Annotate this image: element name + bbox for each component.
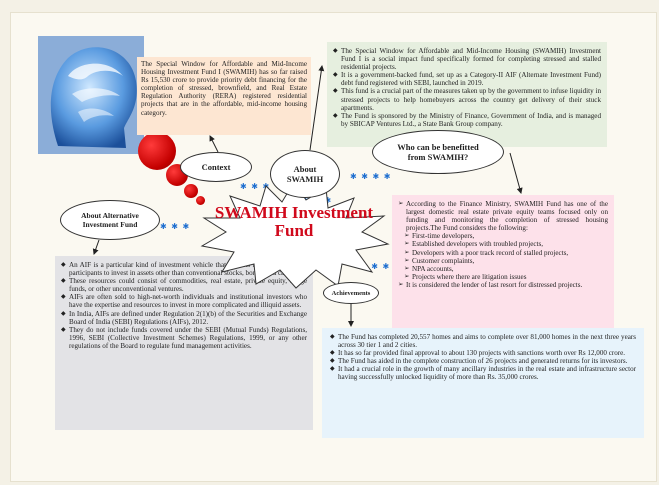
aif-label: About Alternative Investment Fund (70, 211, 150, 229)
achievements-bubble: Achievements (323, 282, 379, 304)
context-label: Context (202, 162, 231, 172)
about-swamih-bubble: About SWAMIH (270, 150, 340, 198)
achievements-label: Achievements (332, 290, 371, 297)
benefit-label: Who can be benefitted from SWAMIH? (388, 142, 488, 162)
beneficiaries-bubble: Who can be benefitted from SWAMIH? (372, 130, 504, 174)
context-bubble: Context (180, 152, 252, 182)
main-title: SWAMIH Investment Fund (196, 204, 392, 240)
about-label: About SWAMIH (280, 164, 330, 184)
connector-dots: ✱ ✱ ✱ (160, 222, 190, 231)
aif-bubble: About Alternative Investment Fund (60, 200, 160, 240)
